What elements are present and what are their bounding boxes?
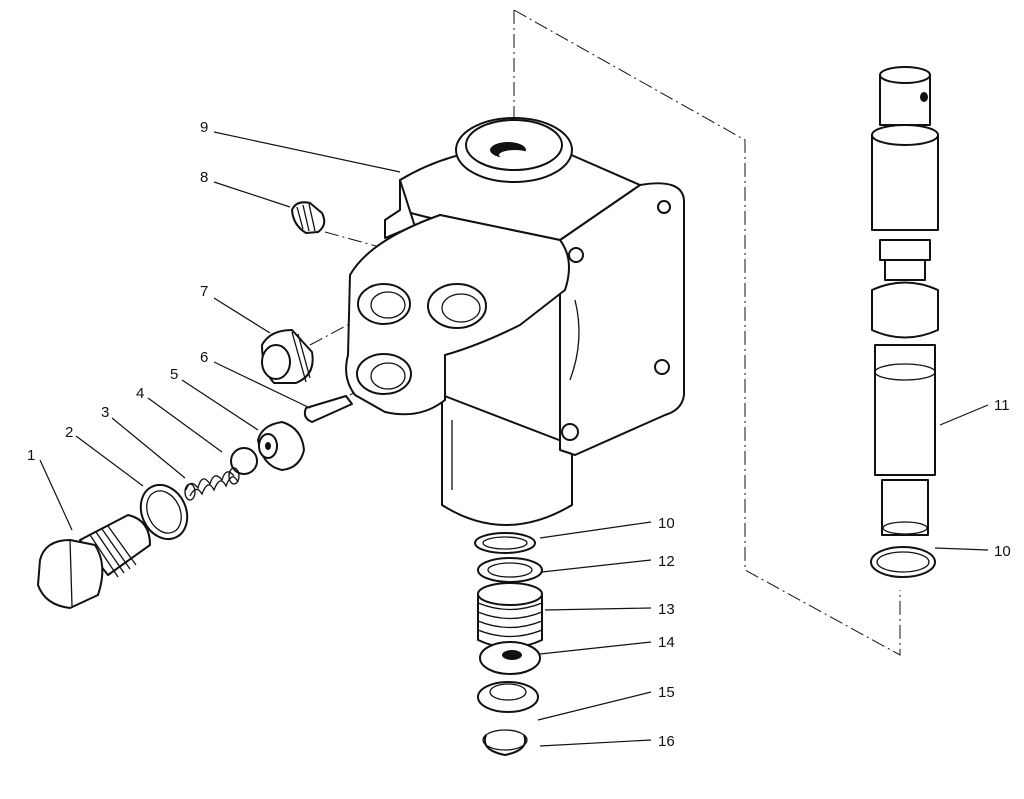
callout-7: 7 [200,283,208,300]
spool-part-11 [870,66,939,578]
callout-9: 9 [200,119,208,136]
callout-3: 3 [101,404,109,421]
callout-4: 4 [136,385,144,402]
hex-plug-part-1 [37,514,151,609]
spring-part-3 [184,467,240,501]
callout-10-spool: 10 [994,543,1011,560]
poppet-part-5 [257,421,305,471]
callout-14: 14 [658,634,675,651]
ball-part-4 [230,447,258,475]
callout-2: 2 [65,424,73,441]
callout-5: 5 [170,366,178,383]
callout-6: 6 [200,349,208,366]
set-screw-part-8 [291,201,326,234]
pin-part-6 [303,395,353,423]
valve-body [345,117,685,526]
callout-10-seal-stack: 10 [658,515,675,532]
callout-15: 15 [658,684,675,701]
callout-labels: 1 2 3 4 5 6 7 8 9 10 10 11 12 13 14 15 1… [27,119,1011,750]
plug-part-7 [261,329,314,384]
callout-1: 1 [27,447,35,464]
callout-11: 11 [994,397,1010,414]
leader-lines [39,131,989,747]
seal-stack [474,532,543,756]
o-ring-part-2 [139,483,189,541]
callout-8: 8 [200,169,208,186]
callout-12: 12 [658,553,675,570]
callout-16: 16 [658,733,675,750]
callout-13: 13 [658,601,675,618]
